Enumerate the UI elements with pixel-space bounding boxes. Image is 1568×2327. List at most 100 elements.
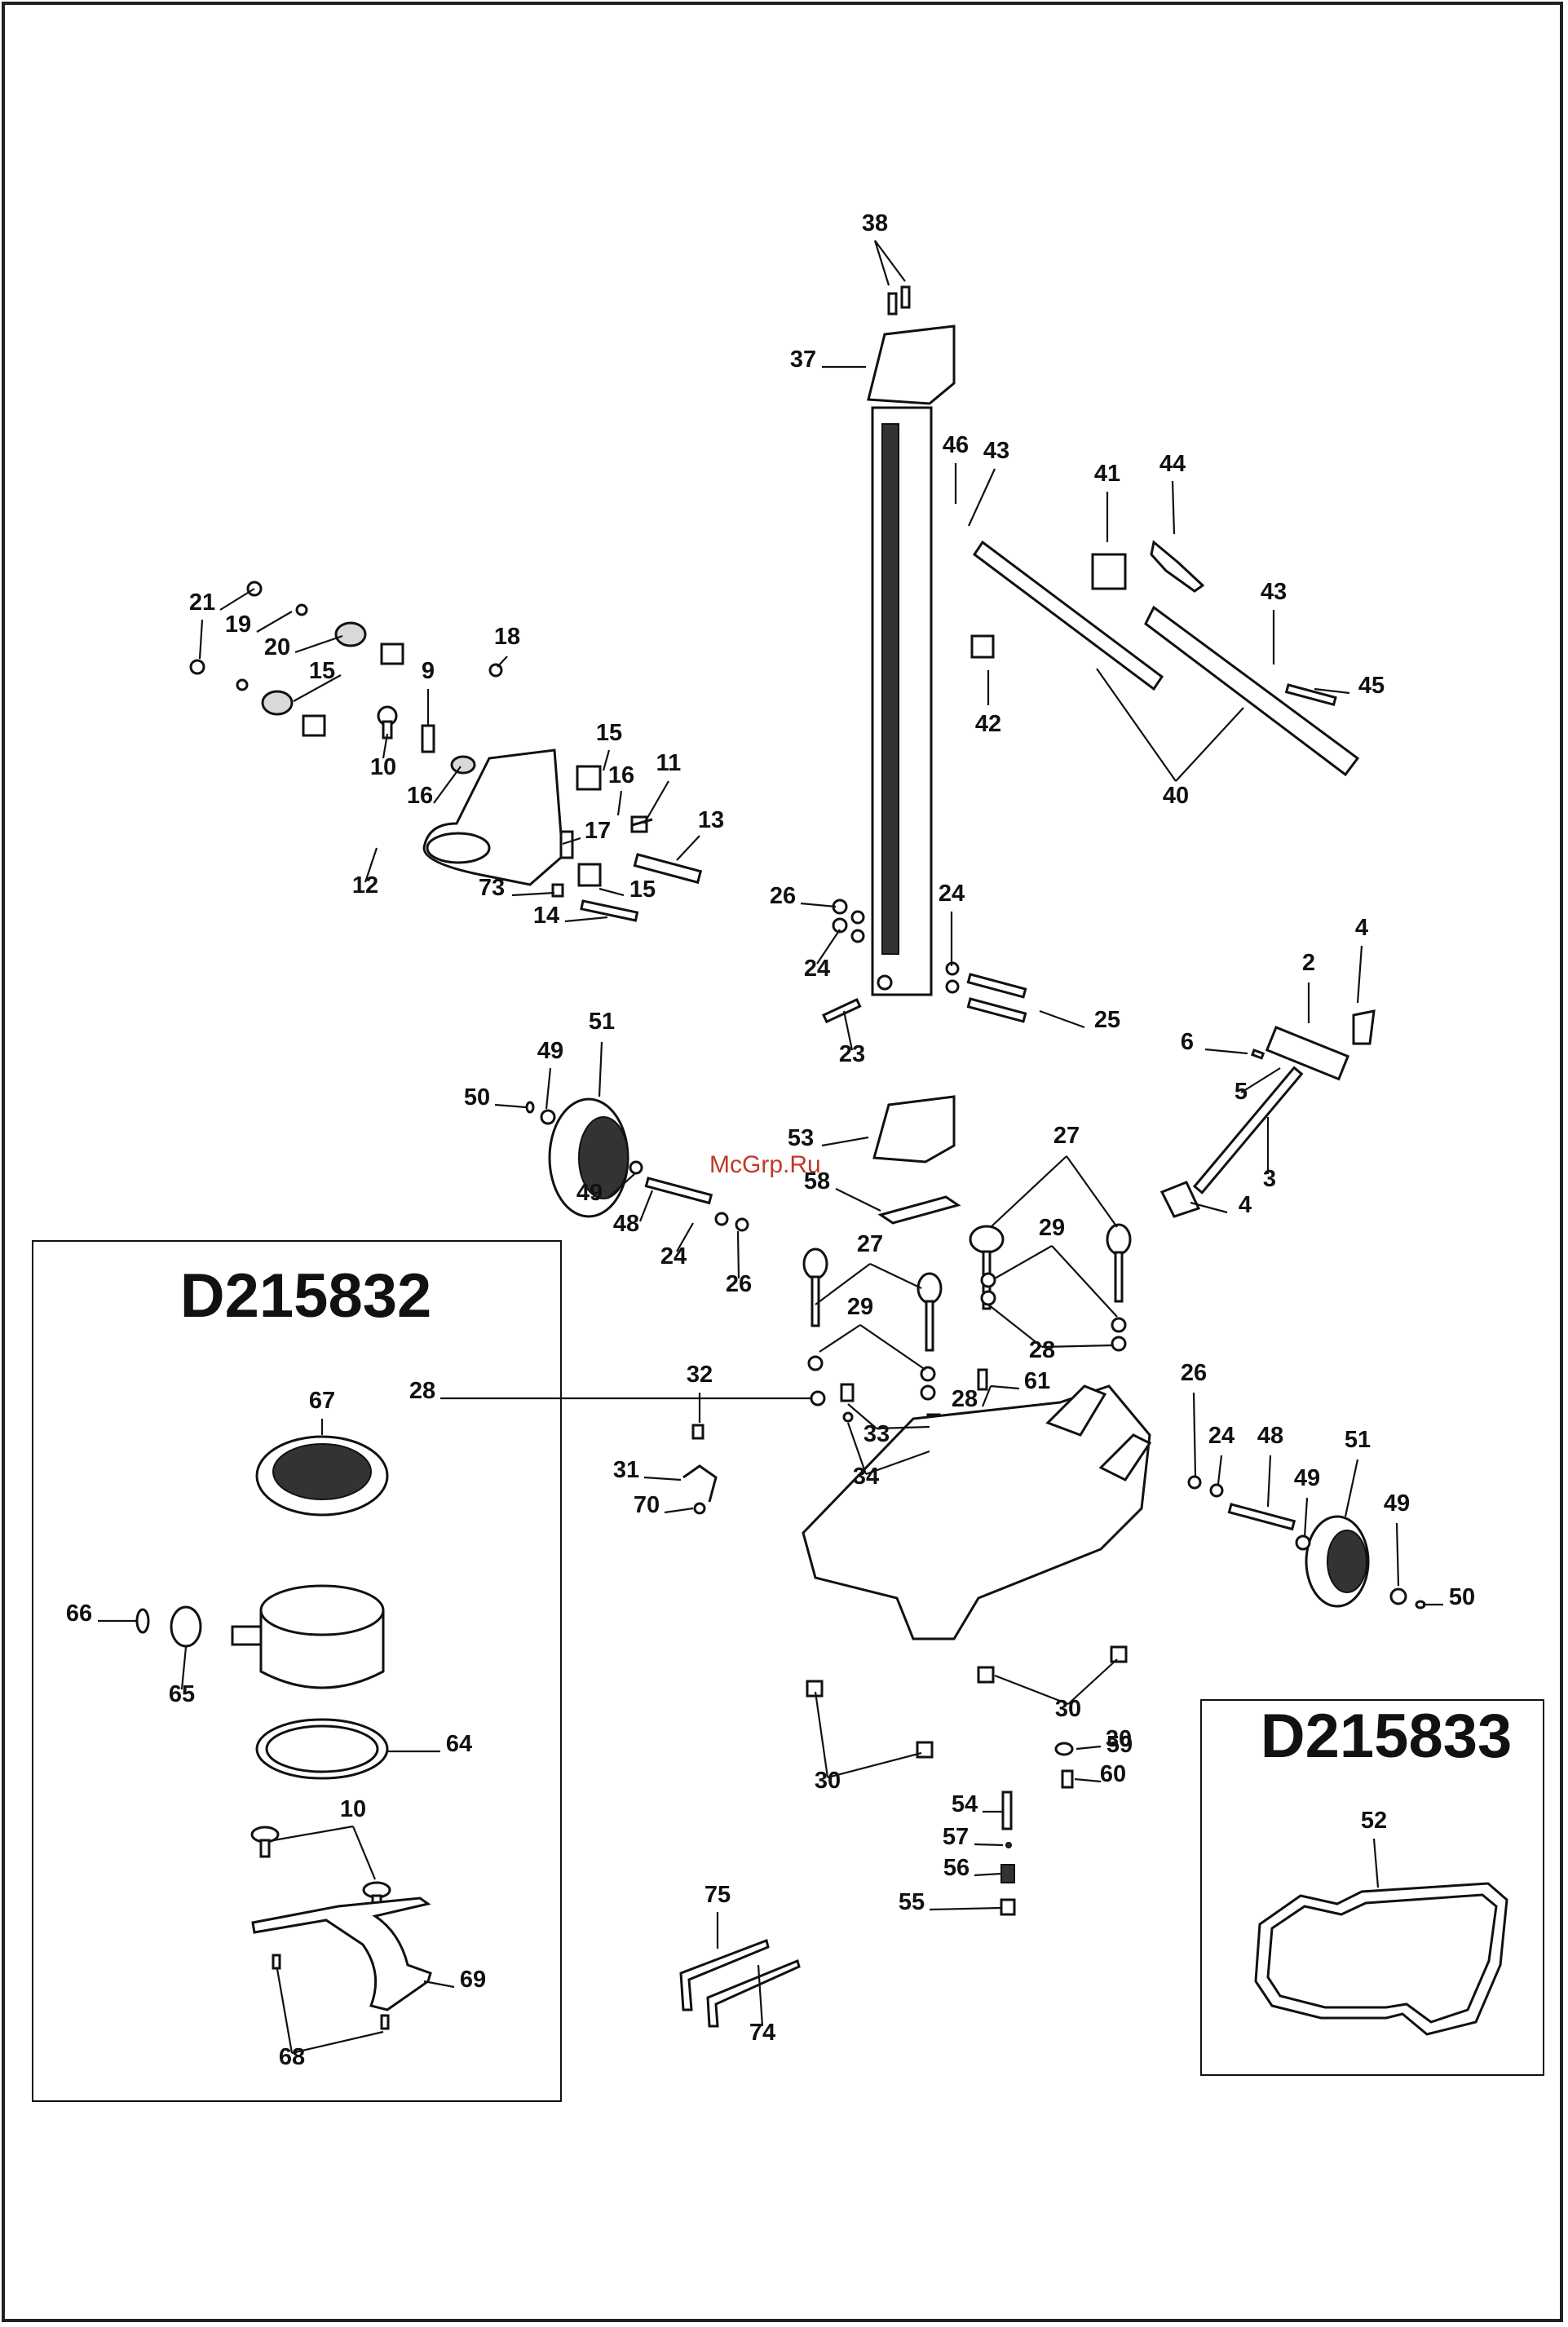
callout-label: 15 — [596, 720, 622, 746]
shaft — [581, 901, 638, 921]
callout-label: 73 — [479, 875, 505, 901]
lever-hub — [1267, 1027, 1348, 1079]
callout-label: 55 — [899, 1889, 925, 1915]
key — [422, 726, 434, 752]
callout-label: 38 — [862, 210, 888, 236]
set-screw — [1001, 1900, 1014, 1914]
bracket — [683, 1466, 716, 1502]
axle — [1229, 1504, 1294, 1529]
leader-line — [599, 1042, 602, 1097]
washer — [982, 1292, 995, 1305]
bearing — [452, 757, 475, 773]
plate — [881, 1197, 958, 1223]
callout-label: 49 — [1384, 1490, 1410, 1517]
leader-line — [828, 1753, 921, 1777]
pin — [1252, 1050, 1263, 1058]
base — [803, 1386, 1150, 1639]
leader-line — [1040, 1011, 1084, 1027]
callout-label: 27 — [857, 1231, 883, 1257]
callout-label: 70 — [634, 1492, 660, 1518]
leader-line — [220, 589, 254, 610]
eye-bolt — [918, 1274, 941, 1303]
washer — [630, 1162, 642, 1173]
callout-label: 40 — [1163, 783, 1189, 809]
column-body — [872, 408, 931, 995]
callout-label: 15 — [309, 658, 335, 684]
leader-line — [644, 1477, 681, 1480]
callout-label: 68 — [279, 2044, 305, 2070]
handle-bar — [974, 542, 1162, 689]
o-ring — [137, 1609, 148, 1632]
grip — [1354, 1011, 1374, 1044]
leader-line — [497, 656, 507, 667]
carriage-housing — [424, 750, 563, 885]
leader-line — [1358, 946, 1362, 1003]
callout-label: 57 — [943, 1824, 969, 1850]
callout-label: 34 — [853, 1464, 879, 1490]
hex-key — [708, 1961, 799, 2026]
water-collar-rim — [261, 1586, 383, 1635]
washer — [716, 1213, 727, 1225]
leader-line — [875, 241, 889, 285]
nut — [736, 1219, 748, 1230]
callout-label: 18 — [494, 624, 520, 650]
leader-line — [875, 241, 905, 281]
leader-line — [677, 836, 700, 860]
leader-line — [836, 1189, 881, 1211]
callout-label: 43 — [983, 438, 1009, 464]
callout-label: 16 — [407, 783, 433, 809]
bearing — [336, 623, 365, 646]
nut — [1189, 1477, 1200, 1488]
wheel-hub — [1327, 1530, 1367, 1592]
callout-label: 24 — [939, 881, 965, 907]
callout-label: 58 — [804, 1168, 830, 1194]
callout-label: 15 — [629, 876, 656, 903]
callout-label: 48 — [613, 1211, 639, 1237]
leader-line — [995, 1246, 1052, 1278]
callout-label: 69 — [460, 1967, 486, 1993]
callout-label: 26 — [1181, 1360, 1207, 1386]
leader-line — [822, 1137, 868, 1146]
callout-label: 51 — [589, 1009, 615, 1035]
nozzle — [232, 1627, 261, 1645]
callout-label: 43 — [1261, 579, 1287, 605]
callout-label: 11 — [656, 750, 682, 776]
leader-line — [495, 1105, 526, 1107]
callout-label: 14 — [533, 903, 559, 929]
callout-label: 45 — [1358, 673, 1385, 699]
callout-label: 65 — [169, 1681, 195, 1707]
callout-label: 53 — [788, 1125, 814, 1151]
eye-bolt-shank — [812, 1277, 819, 1326]
seal-ring-inner — [267, 1726, 378, 1772]
bolt — [824, 1000, 860, 1022]
bolt — [1287, 685, 1336, 704]
washer — [1211, 1485, 1222, 1496]
callout-label: 32 — [687, 1362, 713, 1388]
leader-line — [1374, 1839, 1378, 1888]
lever — [1151, 542, 1203, 591]
nut — [982, 1274, 995, 1287]
leader-line — [801, 903, 836, 907]
inset-title-left: D215832 — [180, 1261, 432, 1331]
screw — [902, 287, 909, 307]
callout-label: 28 — [1029, 1337, 1055, 1363]
leader-line — [1194, 1393, 1195, 1476]
leader-line — [599, 889, 624, 895]
callout-label: 29 — [847, 1294, 873, 1320]
callout-label: 74 — [749, 2020, 775, 2046]
leader-line — [292, 2032, 383, 2053]
washer — [811, 1392, 824, 1405]
callout-label: 25 — [1094, 1007, 1120, 1033]
callout-label: 67 — [309, 1388, 335, 1414]
leader-line — [640, 1190, 652, 1221]
bolt-head — [191, 660, 204, 673]
filter-disc-rings — [273, 1444, 371, 1499]
leader-line — [644, 781, 669, 824]
fitting — [978, 1370, 987, 1389]
pin — [553, 885, 563, 896]
leader-line — [1205, 1049, 1248, 1053]
callout-label: 20 — [264, 634, 290, 660]
inset-title-right: D215833 — [1261, 1702, 1513, 1771]
leader-line — [1173, 481, 1174, 534]
